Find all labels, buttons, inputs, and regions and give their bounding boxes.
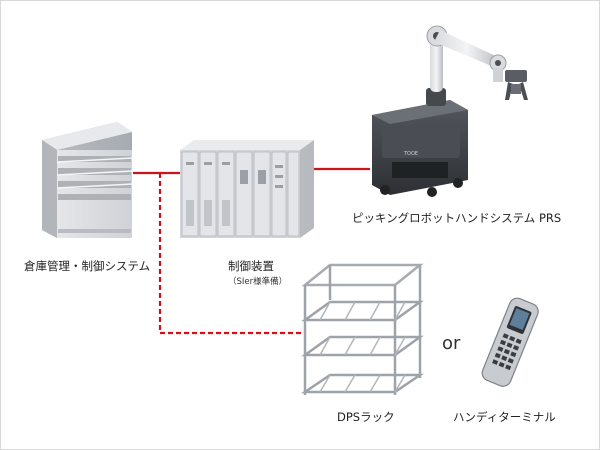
- picking-robot-label: ピッキングロボットハンドシステム PRS: [352, 211, 562, 225]
- robot-brand-label: TOOE: [403, 151, 418, 157]
- control-device-label: 制御装置: [228, 259, 274, 273]
- controller-icon: [180, 140, 314, 238]
- control-device-note: （SIer様準備）: [228, 277, 288, 287]
- handy-terminal-icon: [481, 297, 539, 387]
- line-dashed-to-rack: [158, 173, 305, 335]
- warehouse-system-label: 倉庫管理・制御システム: [24, 259, 151, 273]
- server-icon: [42, 122, 133, 238]
- dps-rack-label: DPSラック: [337, 410, 395, 424]
- picking-robot-icon: TOOE: [372, 25, 528, 197]
- handy-terminal-label: ハンディターミナル: [453, 410, 556, 424]
- or-label: or: [442, 333, 461, 354]
- dps-rack-icon: [300, 263, 425, 395]
- connection-lines: [133, 167, 370, 335]
